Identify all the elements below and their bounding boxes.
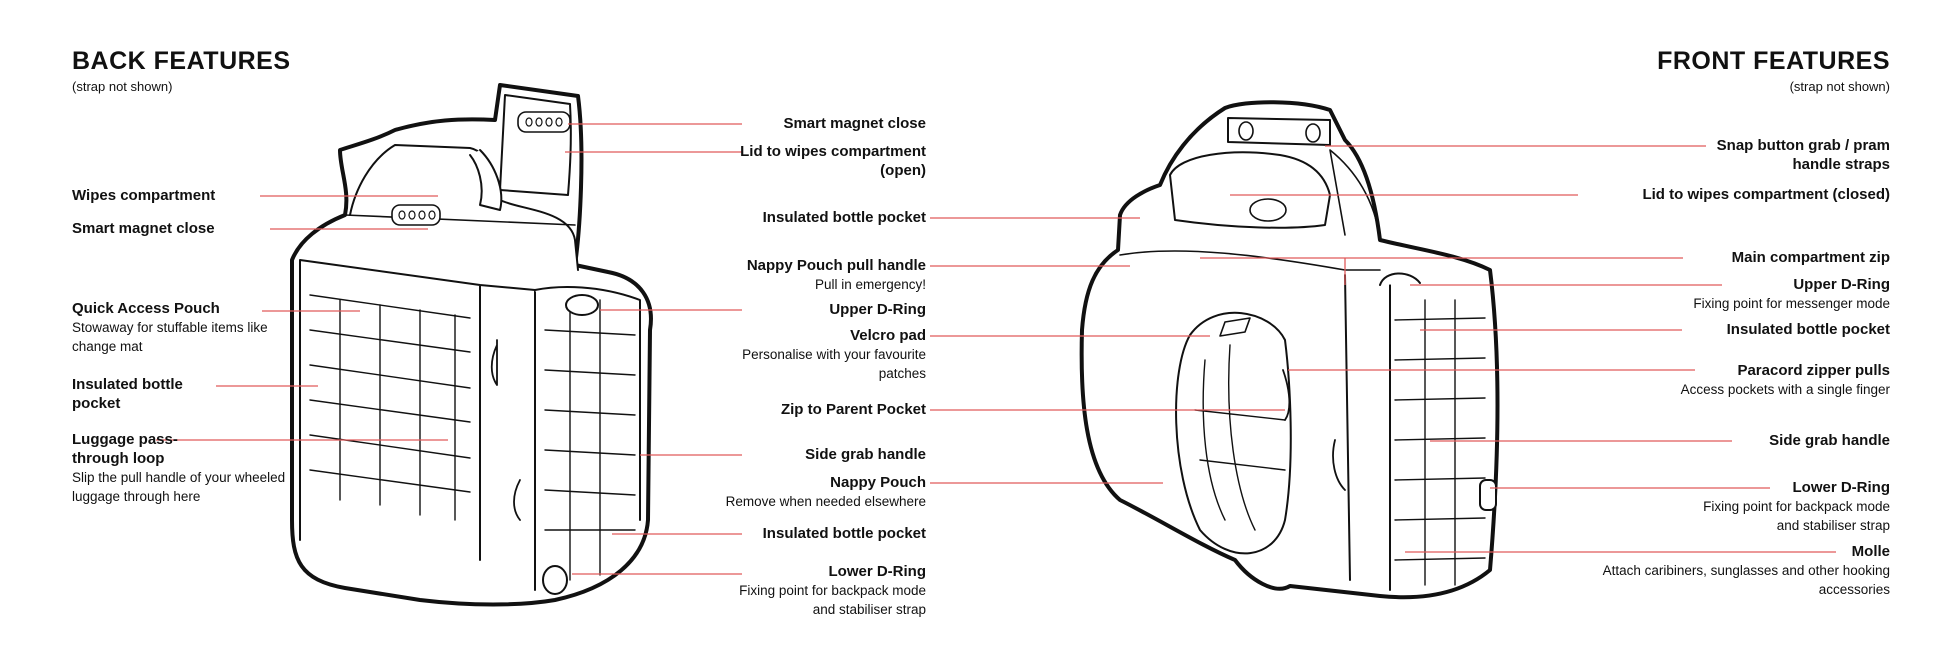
callout-upper-d-ring-front: Upper D-Ring Fixing point for messenger … bbox=[1610, 275, 1890, 313]
callout-zip-to-parent-pocket: Zip to Parent Pocket bbox=[646, 400, 926, 419]
callout-nappy-pouch: Nappy Pouch Remove when needed elsewhere bbox=[646, 473, 926, 511]
callout-heading: Insulated bottle pocket bbox=[1726, 321, 1890, 338]
callout-heading: Smart magnet close bbox=[783, 115, 926, 132]
callout-description: Fixing point for backpack mode and stabi… bbox=[739, 583, 926, 617]
callout-heading: Zip to Parent Pocket bbox=[780, 401, 926, 418]
front-bag-illustration bbox=[1082, 102, 1498, 597]
front-features-subtitle: (strap not shown) bbox=[1789, 79, 1890, 94]
callout-description: Access pockets with a single finger bbox=[1680, 382, 1890, 397]
callout-side-grab-handle-front: Side grab handle bbox=[1610, 431, 1890, 450]
callout-lid-wipes-closed: Lid to wipes compartment (closed) bbox=[1560, 185, 1890, 204]
callout-luggage-pass-through-loop: Luggage pass-through loop Slip the pull … bbox=[72, 430, 297, 506]
callout-heading: Upper D-Ring bbox=[1793, 276, 1890, 293]
callout-insulated-bottle-pocket-left: Insulated bottle pocket bbox=[72, 375, 212, 413]
callout-heading: Side grab handle bbox=[1769, 432, 1890, 449]
callout-heading: Nappy Pouch pull handle bbox=[746, 257, 926, 274]
callout-nappy-pouch-pull-handle: Nappy Pouch pull handle Pull in emergenc… bbox=[646, 256, 926, 294]
callout-velcro-pad: Velcro pad Personalise with your favouri… bbox=[706, 326, 926, 383]
callout-insulated-bottle-pocket-bottom: Insulated bottle pocket bbox=[646, 524, 926, 543]
callout-heading: Lid to wipes compartment (open) bbox=[740, 143, 926, 179]
callout-quick-access-pouch: Quick Access Pouch Stowaway for stuffabl… bbox=[72, 299, 272, 356]
callout-description: Stowaway for stuffable items like change… bbox=[72, 320, 268, 354]
back-features-subtitle: (strap not shown) bbox=[72, 79, 173, 94]
callout-insulated-bottle-pocket-top: Insulated bottle pocket bbox=[646, 208, 926, 227]
callout-heading: Luggage pass-through loop bbox=[72, 431, 178, 467]
callout-heading: Lid to wipes compartment (closed) bbox=[1642, 186, 1890, 203]
callout-description: Pull in emergency! bbox=[814, 277, 926, 292]
callout-heading: Lower D-Ring bbox=[828, 563, 927, 580]
callout-side-grab-handle-back: Side grab handle bbox=[646, 445, 926, 464]
callout-heading: Upper D-Ring bbox=[829, 301, 926, 318]
callout-heading: Smart magnet close bbox=[72, 220, 215, 237]
callout-lower-d-ring-front: Lower D-Ring Fixing point for backpack m… bbox=[1690, 478, 1890, 535]
callout-heading: Quick Access Pouch bbox=[72, 300, 220, 317]
back-features-title: BACK FEATURES bbox=[72, 47, 291, 75]
callout-lower-d-ring-back: Lower D-Ring Fixing point for backpack m… bbox=[726, 562, 926, 619]
callout-description: Fixing point for messenger mode bbox=[1693, 296, 1890, 311]
callout-smart-magnet-close-right: Smart magnet close bbox=[646, 114, 926, 133]
callout-heading: Wipes compartment bbox=[72, 187, 216, 204]
callout-description: Fixing point for backpack mode and stabi… bbox=[1703, 499, 1890, 533]
callout-heading: Insulated bottle pocket bbox=[762, 209, 926, 226]
callout-description: Slip the pull handle of your wheeled lug… bbox=[72, 470, 286, 504]
callout-heading: Side grab handle bbox=[805, 446, 926, 463]
callout-lid-wipes-open: Lid to wipes compartment (open) bbox=[706, 142, 926, 180]
callout-heading: Nappy Pouch bbox=[830, 474, 926, 491]
callout-heading: Snap button grab / pram handle straps bbox=[1716, 137, 1890, 173]
callout-paracord-zipper-pulls: Paracord zipper pulls Access pockets wit… bbox=[1590, 361, 1890, 399]
callout-wipes-compartment: Wipes compartment bbox=[72, 186, 272, 205]
callout-heading: Insulated bottle pocket bbox=[72, 376, 183, 412]
callout-molle: Molle Attach caribiners, sunglasses and … bbox=[1590, 542, 1890, 599]
callout-upper-d-ring-back: Upper D-Ring bbox=[646, 300, 926, 319]
callout-description: Remove when needed elsewhere bbox=[725, 494, 926, 509]
callout-heading: Velcro pad bbox=[850, 327, 926, 344]
callout-description: Personalise with your favourite patches bbox=[742, 347, 926, 381]
leader-lines bbox=[156, 123, 1836, 575]
callout-insulated-bottle-pocket-front: Insulated bottle pocket bbox=[1610, 320, 1890, 339]
callout-description: Attach caribiners, sunglasses and other … bbox=[1602, 563, 1890, 597]
callout-smart-magnet-close-left: Smart magnet close bbox=[72, 219, 272, 238]
callout-heading: Molle bbox=[1851, 543, 1890, 560]
callout-snap-button-grab: Snap button grab / pram handle straps bbox=[1670, 136, 1890, 174]
front-features-title: FRONT FEATURES bbox=[1657, 47, 1890, 75]
callout-heading: Paracord zipper pulls bbox=[1737, 362, 1890, 379]
callout-main-compartment-zip: Main compartment zip bbox=[1610, 248, 1890, 267]
back-bag-illustration bbox=[292, 85, 651, 605]
callout-heading: Insulated bottle pocket bbox=[762, 525, 926, 542]
callout-heading: Main compartment zip bbox=[1731, 249, 1890, 266]
callout-heading: Lower D-Ring bbox=[1792, 479, 1891, 496]
